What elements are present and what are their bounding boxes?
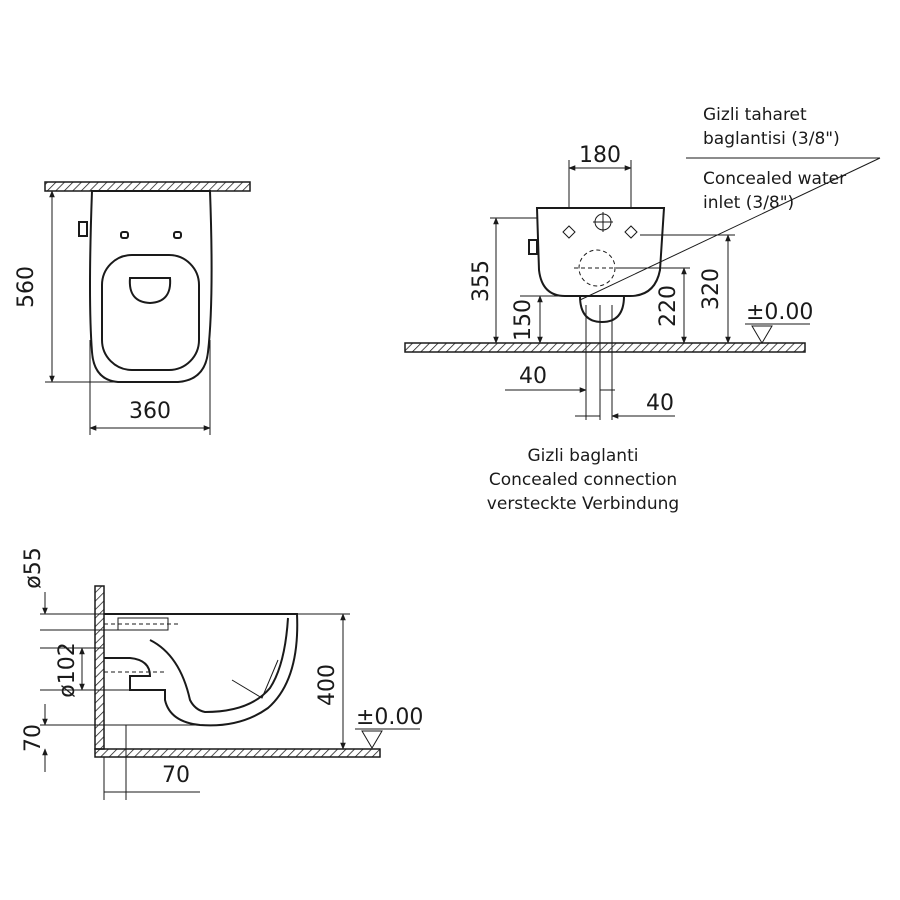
top-view: 560 360: [14, 181, 251, 435]
top-view-bowl: [128, 277, 172, 305]
water-inlet-label-tr2: baglantisi (3/8"): [703, 129, 840, 149]
inlet-leader-line: [579, 157, 881, 301]
hinge-hole-right: [173, 231, 182, 239]
dim-220: 220: [656, 285, 681, 327]
water-inlet-label-tr: Gizli taharet: [703, 105, 807, 125]
concealed-connection-circle: [578, 249, 616, 287]
dim-400: 400: [315, 664, 340, 706]
side-floor-hatch: [94, 748, 381, 758]
dim-40-right: 40: [646, 391, 674, 416]
top-wall-hatch: [44, 181, 251, 192]
floor-hatch: [404, 342, 806, 353]
side-floor-ref-triangle: [361, 730, 383, 749]
water-inlet-label-en: Concealed water: [703, 169, 846, 189]
dim-355: 355: [469, 260, 494, 302]
side-view-trap: [231, 659, 279, 699]
front-view: 180 355 150 220 320 ±0.00 40 40 Gizli ta…: [404, 105, 881, 514]
side-view: ø55 ø102 70 400 ±0.00 70: [21, 547, 423, 800]
water-inlet-label-en2: inlet (3/8"): [703, 193, 794, 213]
dim-320: 320: [699, 268, 724, 310]
bolt-marker-right: [624, 225, 638, 239]
top-view-body: [89, 190, 213, 383]
connection-label-tr: Gizli baglanti: [528, 446, 639, 466]
side-view-body: [104, 613, 299, 727]
top-view-side-tab: [78, 221, 88, 237]
dim-102: ø102: [55, 642, 80, 697]
front-view-side-tab: [528, 239, 538, 255]
dim-180: 180: [579, 143, 621, 168]
dim-360: 360: [129, 399, 171, 424]
side-view-bowl-inner: [149, 617, 289, 714]
floor-ref-triangle: [751, 325, 773, 344]
floor-ref-front: ±0.00: [746, 300, 813, 325]
hinge-hole-left: [120, 231, 129, 239]
dim-40-left: 40: [519, 364, 547, 389]
front-view-outlet: [579, 295, 625, 324]
dim-55: ø55: [21, 547, 46, 588]
top-view-seat: [101, 254, 200, 371]
dim-150: 150: [511, 299, 536, 341]
front-view-body: [535, 207, 666, 297]
dim-560: 560: [14, 266, 39, 308]
floor-ref-side: ±0.00: [356, 705, 423, 730]
connection-label-en: Concealed connection: [489, 470, 677, 490]
bolt-marker-left: [562, 225, 576, 239]
dim-70-horizontal: 70: [162, 763, 190, 788]
connection-label-de: versteckte Verbindung: [487, 494, 679, 514]
dim-70-vertical: 70: [21, 724, 46, 752]
